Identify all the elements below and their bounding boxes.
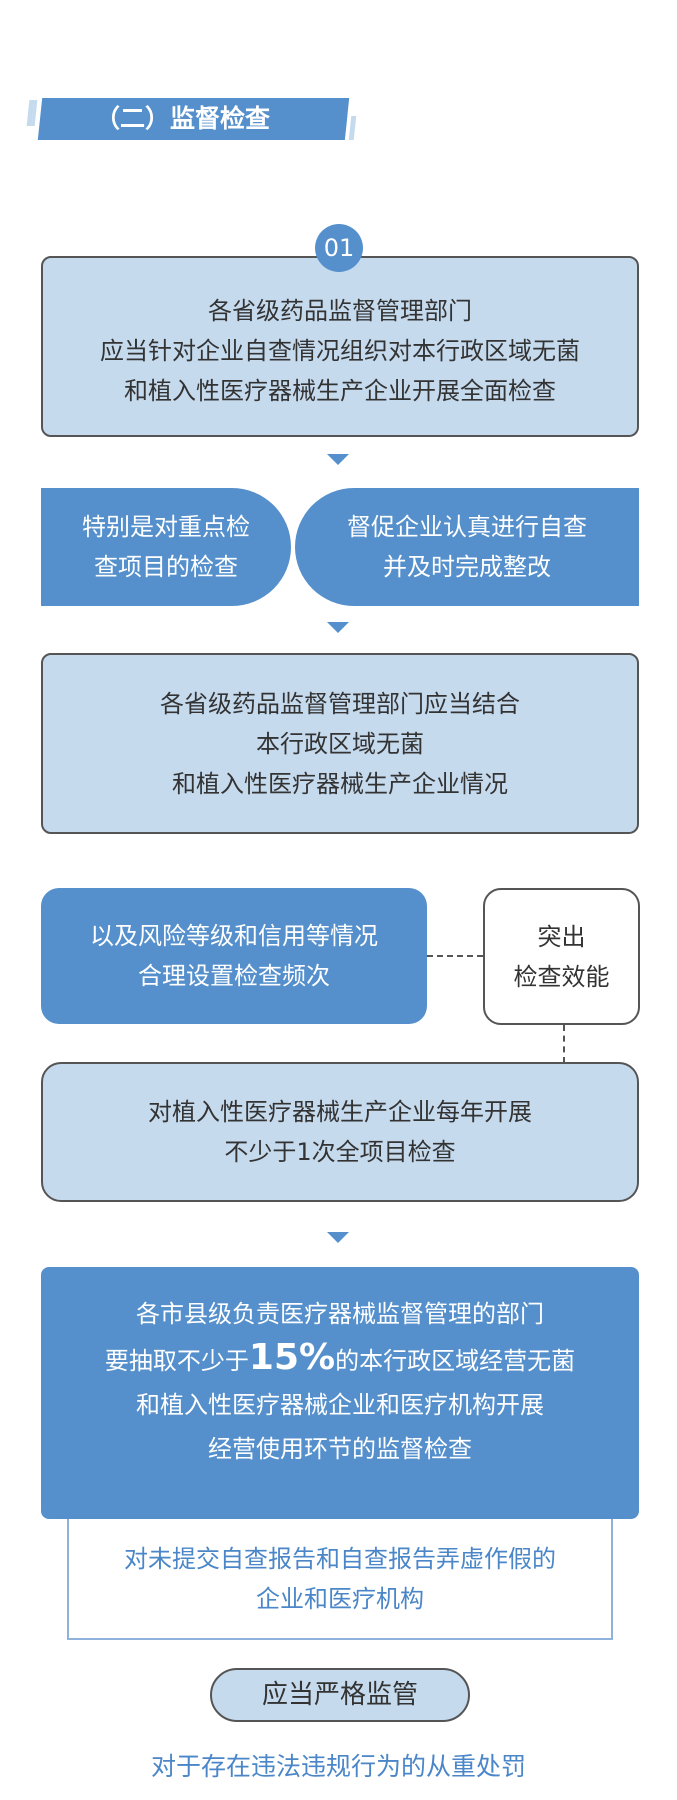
step-box-1: 各省级药品监督管理部门 应当针对企业自查情况组织对本行政区域无菌 和植入性医疗器… — [41, 256, 639, 437]
text-line: 和植入性医疗器械企业和医疗机构开展 — [136, 1390, 544, 1419]
text-line: 检查效能 — [513, 962, 610, 991]
strict-supervision-pill: 应当严格监管 — [210, 1668, 470, 1722]
text-line: 企业和医疗机构 — [256, 1584, 424, 1613]
text-part: 要抽取不少于 — [104, 1346, 249, 1375]
arrow-down-icon — [327, 1232, 349, 1243]
arrow-down-icon — [327, 454, 349, 465]
step-box-5: 对植入性医疗器械生产企业每年开展 不少于1次全项目检查 — [41, 1062, 639, 1202]
outline-box: 对未提交自查报告和自查报告弄虚作假的 企业和医疗机构 — [67, 1519, 613, 1640]
text-line: 经营使用环节的监督检查 — [208, 1434, 472, 1463]
text-line: 并及时完成整改 — [383, 553, 551, 581]
section-title: （二）监督检查 — [95, 104, 271, 133]
text-line: 突出 — [537, 922, 586, 951]
text-line: 和植入性医疗器械生产企业情况 — [172, 769, 508, 798]
text-line: 督促企业认真进行自查 — [347, 513, 587, 541]
text-line: 要抽取不少于15%的本行政区域经营无菌 — [105, 1336, 575, 1383]
text-line: 和植入性医疗器械生产企业开展全面检查 — [124, 376, 556, 405]
step-box-6: 各市县级负责医疗器械监督管理的部门 要抽取不少于15%的本行政区域经营无菌 和植… — [41, 1267, 639, 1519]
section-header: （二）监督检查 — [37, 98, 350, 140]
pill-label: 应当严格监管 — [261, 1680, 418, 1710]
row2-left-box: 特别是对重点检 查项目的检查 — [41, 488, 291, 606]
text-line: 查项目的检查 — [94, 553, 238, 581]
text-line: 各省级药品监督管理部门 — [208, 296, 472, 325]
text-line: 各市县级负责医疗器械监督管理的部门 — [136, 1299, 544, 1328]
header-decoration — [348, 116, 357, 140]
dashed-connector — [563, 1025, 565, 1063]
text-line: 本行政区域无菌 — [256, 729, 424, 758]
percentage-highlight: 15% — [248, 1336, 336, 1378]
step-number-badge: 01 — [315, 224, 363, 272]
text-line: 对植入性医疗器械生产企业每年开展 — [148, 1098, 532, 1126]
highlight-box: 突出 检查效能 — [483, 888, 640, 1025]
row2-right-box: 督促企业认真进行自查 并及时完成整改 — [295, 488, 639, 606]
text-line: 特别是对重点检 — [82, 513, 250, 541]
text-line: 各省级药品监督管理部门应当结合 — [160, 689, 520, 718]
row4-left-box: 以及风险等级和信用等情况 合理设置检查频次 — [41, 888, 427, 1024]
text-line: 合理设置检查频次 — [138, 962, 330, 990]
text-line: 应当针对企业自查情况组织对本行政区域无菌 — [100, 336, 580, 365]
text-line: 对未提交自查报告和自查报告弄虚作假的 — [124, 1544, 556, 1573]
step-box-3: 各省级药品监督管理部门应当结合 本行政区域无菌 和植入性医疗器械生产企业情况 — [41, 653, 639, 834]
text-part: 的本行政区域经营无菌 — [335, 1346, 576, 1375]
text-line: 以及风险等级和信用等情况 — [90, 922, 378, 950]
footer-text: 对于存在违法违规行为的从重处罚 — [150, 1752, 526, 1781]
step-number: 01 — [323, 234, 355, 262]
dashed-connector — [427, 955, 483, 957]
text-line: 不少于1次全项目检查 — [224, 1138, 456, 1166]
arrow-down-icon — [327, 622, 349, 633]
